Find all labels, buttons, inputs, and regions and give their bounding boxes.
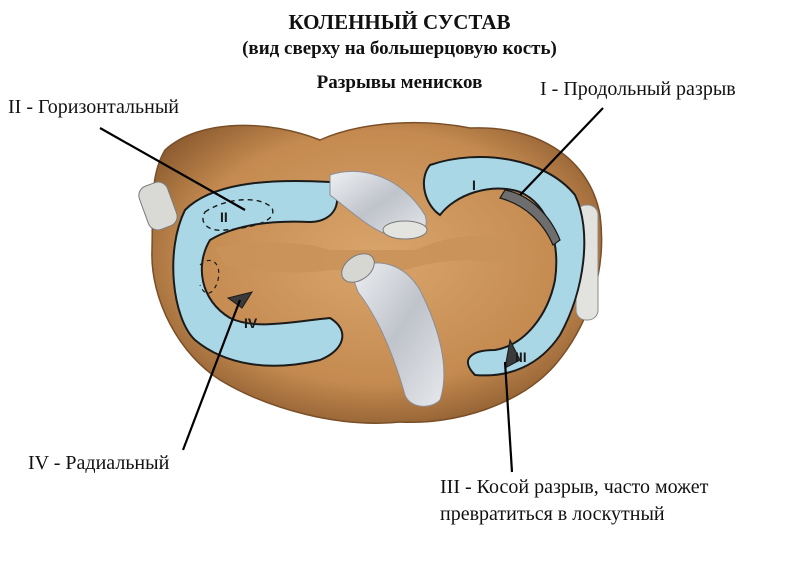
ligament-attachment [383,221,427,239]
marker-i: I [472,177,476,193]
marker-ii: II [220,209,228,225]
marker-iii: III [515,349,527,365]
marker-iv: IV [244,315,258,331]
